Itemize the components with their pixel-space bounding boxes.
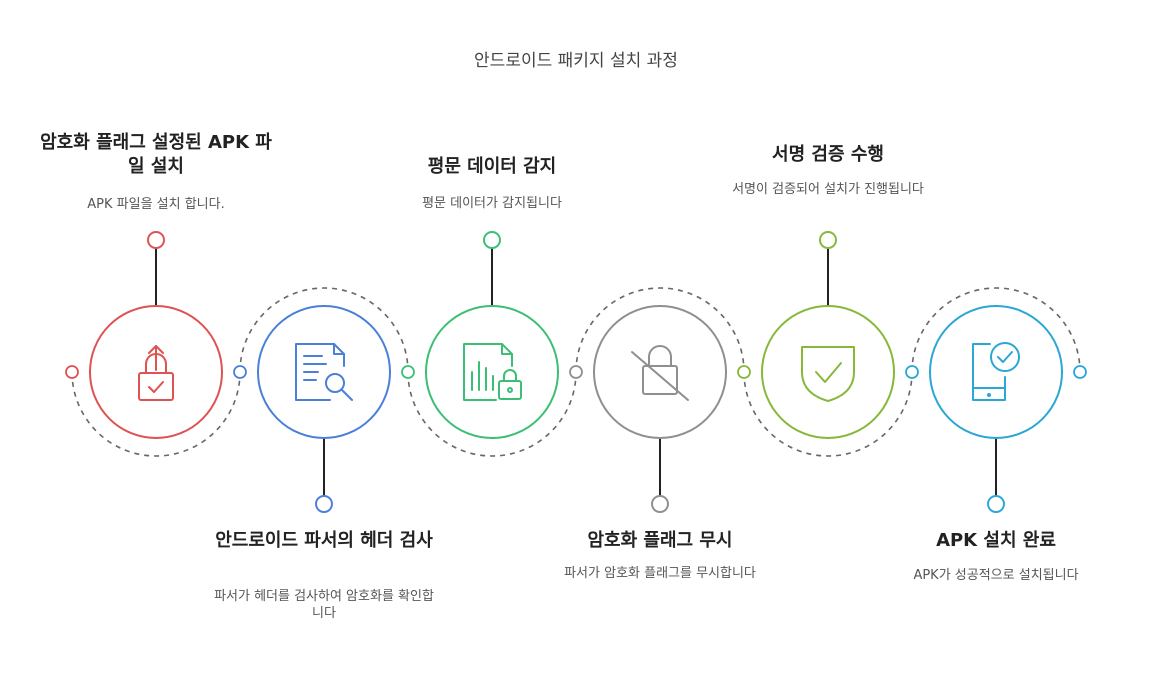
step-5 <box>761 231 895 439</box>
step-1-title: 암호화 플래그 설정된 APK 파일 설치 <box>40 132 272 177</box>
step-6-circle <box>929 305 1063 439</box>
step-6 <box>929 305 1063 513</box>
step-3-dot <box>483 231 501 249</box>
arc-2 <box>239 287 409 373</box>
step-3-circle <box>425 305 559 439</box>
step-2 <box>257 305 391 513</box>
arc-3 <box>407 371 577 457</box>
junction-dots <box>65 365 1087 379</box>
junction-dot-7 <box>1073 365 1087 379</box>
document-search-icon <box>295 343 353 401</box>
step-4-circle <box>593 305 727 439</box>
step-4-dot <box>651 495 669 513</box>
step-2-title: 안드로이드 파서의 헤더 검사 <box>215 530 433 551</box>
step-2-circle <box>257 305 391 439</box>
step-5-dot <box>819 231 837 249</box>
arc-4 <box>575 287 745 373</box>
step-3-title: 평문 데이터 감지 <box>427 156 557 177</box>
page-title: 안드로이드 패키지 설치 과정 <box>474 51 678 71</box>
step-2-desc: 파서가 헤더를 검사하여 암호화를 확인합니다 <box>214 589 434 621</box>
junction-dot-1 <box>65 365 79 379</box>
step-3 <box>425 231 559 439</box>
arc-5 <box>743 371 913 457</box>
arc-6 <box>911 287 1081 373</box>
step-4-desc: 파서가 암호화 플래그를 무시합니다 <box>564 566 756 581</box>
junction-dot-3 <box>401 365 415 379</box>
step-6-title: APK 설치 완료 <box>936 530 1056 551</box>
step-4 <box>593 305 727 513</box>
shield-check-icon <box>801 346 855 402</box>
dashed-arcs <box>71 287 1081 457</box>
phone-check-icon <box>972 342 1020 401</box>
step-3-desc: 평문 데이터가 감지됩니다 <box>422 196 562 211</box>
chart-lock-icon <box>463 343 522 401</box>
step-5-desc: 서명이 검증되어 설치가 진행됩니다 <box>732 182 924 197</box>
step-5-title: 서명 검증 수행 <box>772 144 884 165</box>
step-1 <box>89 231 223 439</box>
arc-1 <box>71 371 241 457</box>
unlock-slash-icon <box>631 345 689 401</box>
junction-dot-6 <box>905 365 919 379</box>
upload-lock-icon <box>138 345 174 401</box>
step-5-circle <box>761 305 895 439</box>
step-6-dot <box>987 495 1005 513</box>
junction-dot-4 <box>569 365 583 379</box>
junction-dot-5 <box>737 365 751 379</box>
step-1-dot <box>147 231 165 249</box>
step-6-desc: APK가 성공적으로 설치됩니다 <box>913 568 1079 583</box>
step-2-dot <box>315 495 333 513</box>
step-1-desc: APK 파일을 설치 합니다. <box>87 197 225 212</box>
step-4-title: 암호화 플래그 무시 <box>587 530 733 551</box>
junction-dot-2 <box>233 365 247 379</box>
